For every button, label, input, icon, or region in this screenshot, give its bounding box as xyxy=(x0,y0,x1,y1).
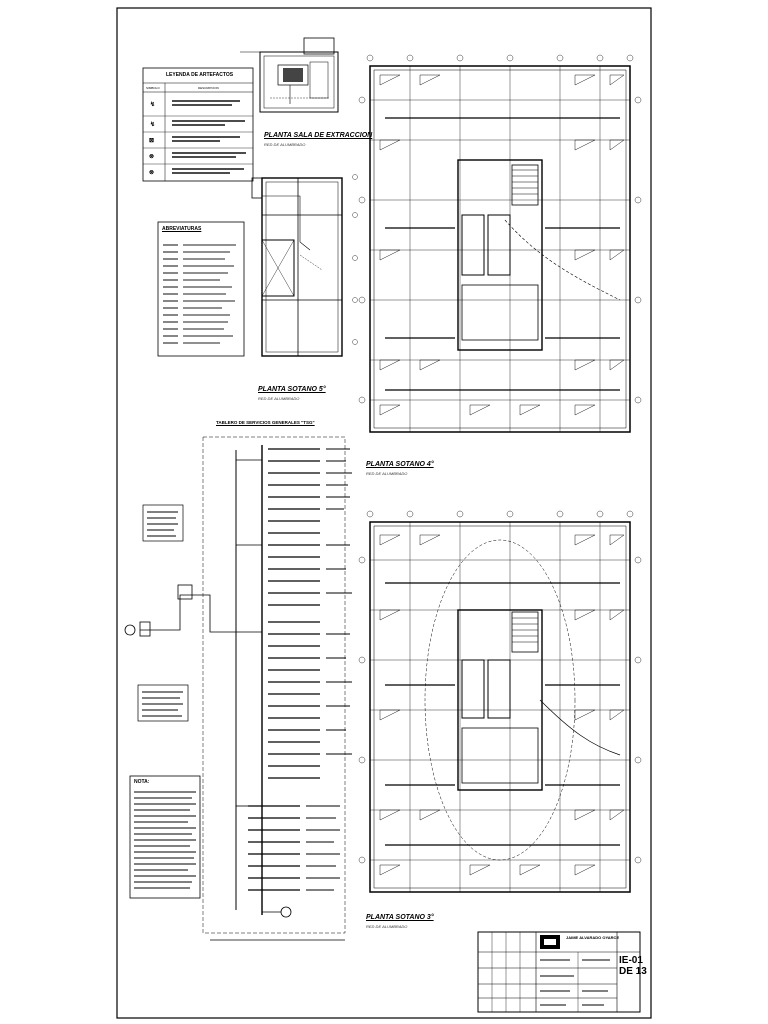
plan-basement-5-title: PLANTA SOTANO 5° xyxy=(258,386,326,393)
legend-col-desc: DESCRIPCION xyxy=(198,86,219,90)
abbreviations-title: ABREVIATURAS xyxy=(162,226,202,232)
svg-text:⊗: ⊗ xyxy=(149,154,154,160)
plan-basement-5-subtitle: RED DE ALUMBRADO xyxy=(258,396,300,401)
plan-extraction-room xyxy=(240,37,339,113)
sheet-frame xyxy=(116,7,652,1019)
title-block-name: JAIME ALVARADO OYARCE xyxy=(566,935,620,940)
svg-text:↯: ↯ xyxy=(150,101,155,108)
plan-extraction-subtitle: RED DE ALUMBRADO xyxy=(264,142,306,147)
plan-extraction-title: PLANTA SALA DE EXTRACCION xyxy=(264,132,373,139)
legend-col-symbol: SIMBOLO xyxy=(146,86,160,90)
plan-basement-5 xyxy=(251,174,358,357)
svg-text:⊠: ⊠ xyxy=(149,138,154,144)
spec-notes xyxy=(137,504,189,722)
plan-basement-3 xyxy=(358,510,642,893)
legend-table: ↯ ↯ ⊠ ⊗ ⊗ xyxy=(142,67,254,182)
sheet-code: IE-01 xyxy=(619,955,643,966)
svg-text:⊗: ⊗ xyxy=(149,170,154,176)
single-line-schematic xyxy=(124,436,352,941)
plan-basement-4-title: PLANTA SOTANO 4° xyxy=(366,461,434,468)
plan-basement-3-title: PLANTA SOTANO 3° xyxy=(366,914,434,921)
note-title: NOTA: xyxy=(134,779,150,785)
note-box xyxy=(129,775,201,899)
svg-text:↯: ↯ xyxy=(150,121,155,128)
plan-basement-4-subtitle: RED DE ALUMBRADO xyxy=(366,471,408,476)
plan-basement-4 xyxy=(358,54,642,433)
plan-basement-3-subtitle: RED DE ALUMBRADO xyxy=(366,924,408,929)
legend-title: LEYENDA DE ARTEFACTOS xyxy=(166,72,234,78)
abbreviations-box xyxy=(157,221,245,357)
title-block xyxy=(477,931,641,1013)
sheet-total: DE 13 xyxy=(619,966,647,977)
schematic-title: TABLERO DE SERVICIOS GENERALES "TSG" xyxy=(216,420,315,425)
